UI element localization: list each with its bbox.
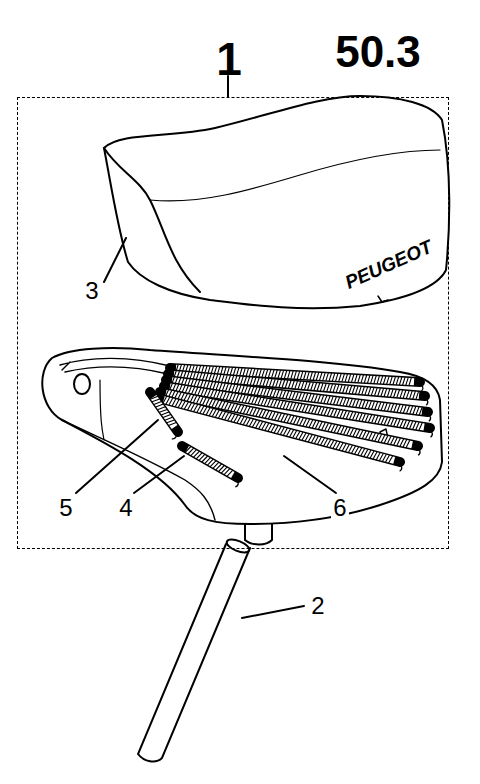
page-number: 50.3 — [333, 29, 423, 75]
cover-clip — [378, 296, 388, 302]
spring-hook — [398, 461, 402, 471]
leader-line — [76, 420, 158, 493]
callout-number: 6 — [331, 495, 348, 521]
saddle-cover — [104, 96, 449, 308]
leader-line — [284, 456, 336, 493]
spring-coil — [165, 390, 410, 448]
callout-number: 2 — [309, 593, 326, 619]
spring-hook — [418, 382, 423, 391]
seat-post-end — [225, 537, 251, 555]
seat-post — [138, 544, 250, 761]
spring-hook — [416, 446, 420, 456]
pan-hole — [74, 374, 90, 394]
spring-hook — [428, 428, 432, 438]
saddle-pan — [42, 348, 442, 524]
part-group-frame: 1 — [17, 97, 449, 549]
springs — [150, 365, 432, 487]
leader-line — [134, 456, 184, 493]
cover-crease — [150, 150, 440, 201]
spring-hook — [423, 396, 428, 405]
leader-line — [104, 238, 126, 282]
callout-number: 3 — [83, 278, 100, 304]
spring-coil — [150, 396, 176, 425]
pan-rim — [62, 420, 215, 520]
spring-body — [182, 446, 238, 478]
callout-number: 4 — [117, 495, 134, 521]
spring-body — [150, 392, 178, 432]
wire-frame — [60, 358, 170, 374]
leader-line — [242, 606, 304, 618]
spring-hook — [235, 477, 238, 487]
callout-number: 1 — [216, 36, 242, 82]
callout-number: 5 — [57, 495, 74, 521]
spring-hook — [426, 412, 431, 421]
pan-edge — [100, 380, 104, 440]
spring-coil — [185, 447, 232, 477]
cover-crease — [104, 148, 200, 292]
spring-hook — [172, 430, 177, 439]
